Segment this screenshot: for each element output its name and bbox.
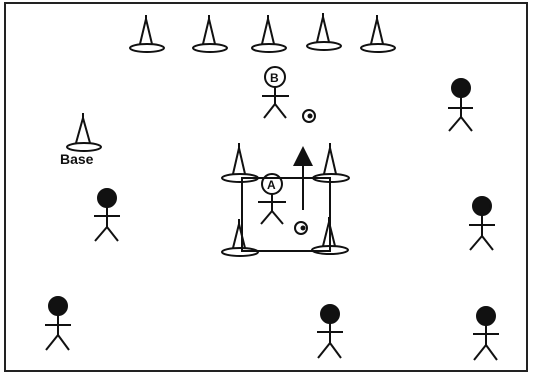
base-label: Base (60, 151, 94, 167)
cone (130, 15, 164, 52)
top-cone-row (130, 13, 395, 52)
cone (307, 13, 341, 50)
player-b-label: B (270, 71, 279, 85)
ball (295, 222, 307, 234)
solid-player (473, 307, 499, 360)
solid-player (448, 79, 473, 131)
base-cone (67, 113, 101, 151)
cone (361, 15, 395, 52)
grid-cone (313, 143, 349, 182)
player-a-label: A (267, 178, 276, 192)
ball (303, 110, 315, 122)
solid-player (45, 297, 71, 350)
grid-square (222, 143, 349, 256)
field-boundary (5, 3, 527, 371)
solid-player (94, 189, 120, 241)
solid-player (317, 305, 343, 358)
cone (193, 15, 227, 52)
cone (252, 15, 286, 52)
solid-player (469, 197, 495, 250)
grid-cone (222, 143, 258, 182)
